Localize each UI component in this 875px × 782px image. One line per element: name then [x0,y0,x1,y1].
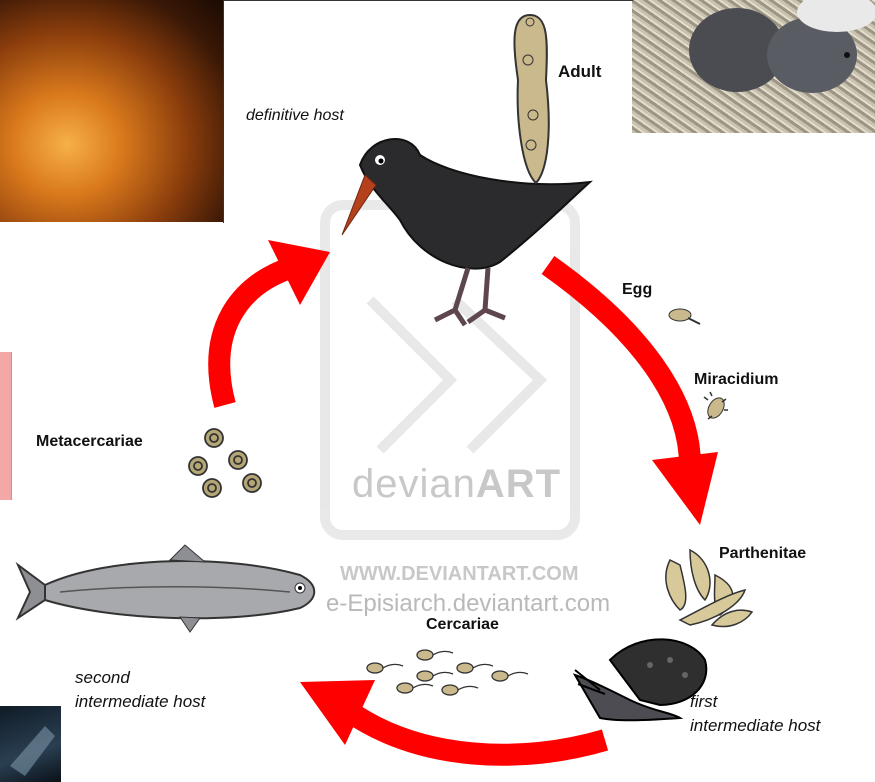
bird-icon [342,139,590,325]
parthenitae-label: Parthenitae [719,545,806,563]
deviantart-watermark: devianART [352,462,561,507]
deviantart-url-watermark: WWW.DEVIANTART.COM [340,563,579,586]
cercariae-icon [367,650,528,695]
adult-label: Adult [558,62,601,82]
artist-watermark: e-Episiarch.deviantart.com [326,590,610,618]
first-host-label-line1: first [690,692,717,712]
first-host-label-line2: intermediate host [690,716,820,736]
cercariae-label: Cercariae [426,616,499,634]
metacercariae-label: Metacercariae [36,433,143,451]
egg-label: Egg [622,281,652,299]
second-host-label-line2: intermediate host [75,692,205,712]
definitive-host-label: definitive host [246,107,344,125]
metacercariae-icon [189,429,261,497]
adult-fluke-icon [514,15,548,183]
miracidium-icon [704,392,728,421]
miracidium-label: Miracidium [694,371,778,389]
arrow-metacercariae-to-host [219,240,330,405]
snail-icon [575,639,706,720]
fish-icon [18,545,314,632]
second-host-label-line1: second [75,668,130,688]
egg-icon [669,309,700,324]
